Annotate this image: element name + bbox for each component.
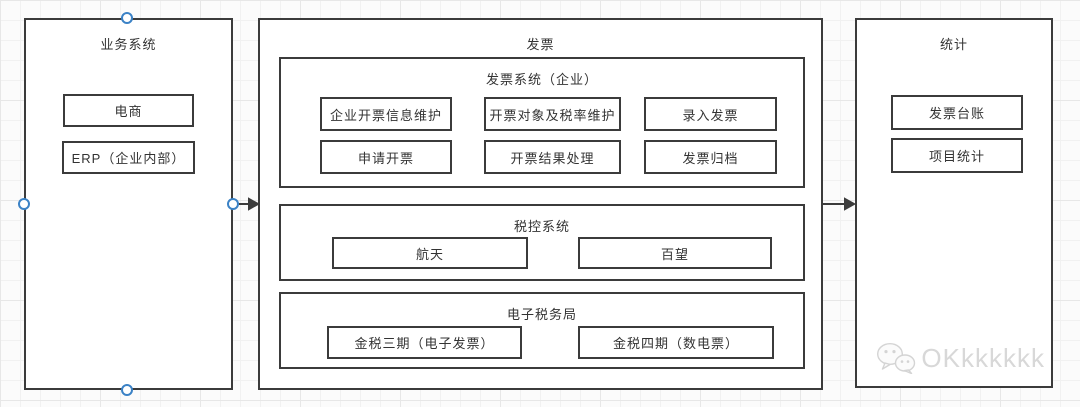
node-billing-result-processing-label: 开票结果处理 bbox=[510, 150, 595, 166]
node-hangtian[interactable]: 航天 bbox=[332, 237, 528, 269]
connection-handle-bottom[interactable] bbox=[121, 384, 133, 396]
node-golden-tax-phase3[interactable]: 金税三期（电子发票） bbox=[327, 326, 522, 359]
section-electronic-tax-bureau-title: 电子税务局 bbox=[506, 307, 577, 322]
node-ecommerce-label: 电商 bbox=[114, 104, 143, 119]
section-invoice-system-title: 发票系统（企业） bbox=[485, 72, 598, 87]
node-ecommerce[interactable]: 电商 bbox=[63, 94, 194, 127]
node-business-system-title: 业务系统 bbox=[100, 37, 157, 52]
node-invoice-entry-label: 录入发票 bbox=[682, 107, 739, 123]
node-apply-invoice-label: 申请开票 bbox=[357, 150, 414, 166]
node-baiwang-label: 百望 bbox=[660, 246, 689, 262]
node-golden-tax-phase4[interactable]: 金税四期（数电票） bbox=[578, 326, 774, 359]
section-electronic-tax-bureau[interactable]: 电子税务局 金税三期（电子发票） 金税四期（数电票） bbox=[279, 292, 805, 369]
node-invoice-entry[interactable]: 录入发票 bbox=[644, 97, 777, 131]
node-invoice-ledger-label: 发票台账 bbox=[928, 106, 985, 121]
node-hangtian-label: 航天 bbox=[415, 246, 444, 262]
node-golden-tax-phase4-label: 金税四期（数电票） bbox=[612, 336, 739, 351]
section-tax-control-system[interactable]: 税控系统 航天 百望 bbox=[279, 204, 805, 281]
watermark: OKkkkkkk bbox=[876, 342, 1045, 374]
node-invoice-info-maintenance-label: 企业开票信息维护 bbox=[329, 107, 442, 123]
connection-handle-right[interactable] bbox=[227, 198, 239, 210]
node-project-statistics-label: 项目统计 bbox=[928, 149, 985, 164]
connection-handle-top[interactable] bbox=[121, 12, 133, 24]
node-invoice-title: 发票 bbox=[526, 37, 555, 52]
wechat-icon bbox=[877, 342, 916, 374]
node-statistics[interactable]: 统计 发票台账 项目统计 bbox=[855, 18, 1053, 388]
node-business-system[interactable]: 业务系统 电商 ERP（企业内部） bbox=[24, 18, 233, 390]
node-billing-object-tax-rate-label: 开票对象及税率维护 bbox=[489, 107, 616, 123]
arrow-invoice-to-statistics-head bbox=[844, 197, 857, 211]
node-invoice-info-maintenance[interactable]: 企业开票信息维护 bbox=[320, 97, 452, 131]
node-invoice-archiving[interactable]: 发票归档 bbox=[644, 140, 777, 174]
node-invoice-ledger[interactable]: 发票台账 bbox=[891, 95, 1023, 130]
node-project-statistics[interactable]: 项目统计 bbox=[891, 138, 1023, 173]
node-baiwang[interactable]: 百望 bbox=[578, 237, 772, 269]
node-invoice[interactable]: 发票 发票系统（企业） 企业开票信息维护 开票对象及税率维护 录入发票 申请开票… bbox=[258, 18, 823, 390]
connection-handle-left[interactable] bbox=[18, 198, 30, 210]
node-apply-invoice[interactable]: 申请开票 bbox=[320, 140, 452, 174]
node-billing-result-processing[interactable]: 开票结果处理 bbox=[484, 140, 621, 174]
node-statistics-title: 统计 bbox=[939, 37, 968, 52]
section-invoice-system[interactable]: 发票系统（企业） 企业开票信息维护 开票对象及税率维护 录入发票 申请开票 开票… bbox=[279, 57, 805, 188]
arrow-business-to-invoice-head bbox=[248, 197, 261, 211]
node-billing-object-tax-rate[interactable]: 开票对象及税率维护 bbox=[484, 97, 621, 131]
section-tax-control-system-title: 税控系统 bbox=[513, 219, 570, 234]
node-invoice-archiving-label: 发票归档 bbox=[682, 150, 739, 166]
watermark-text: OKkkkkkk bbox=[921, 342, 1045, 373]
node-erp-label: ERP（企业内部） bbox=[71, 151, 186, 166]
node-erp[interactable]: ERP（企业内部） bbox=[62, 141, 195, 174]
node-golden-tax-phase3-label: 金税三期（电子发票） bbox=[354, 336, 495, 351]
